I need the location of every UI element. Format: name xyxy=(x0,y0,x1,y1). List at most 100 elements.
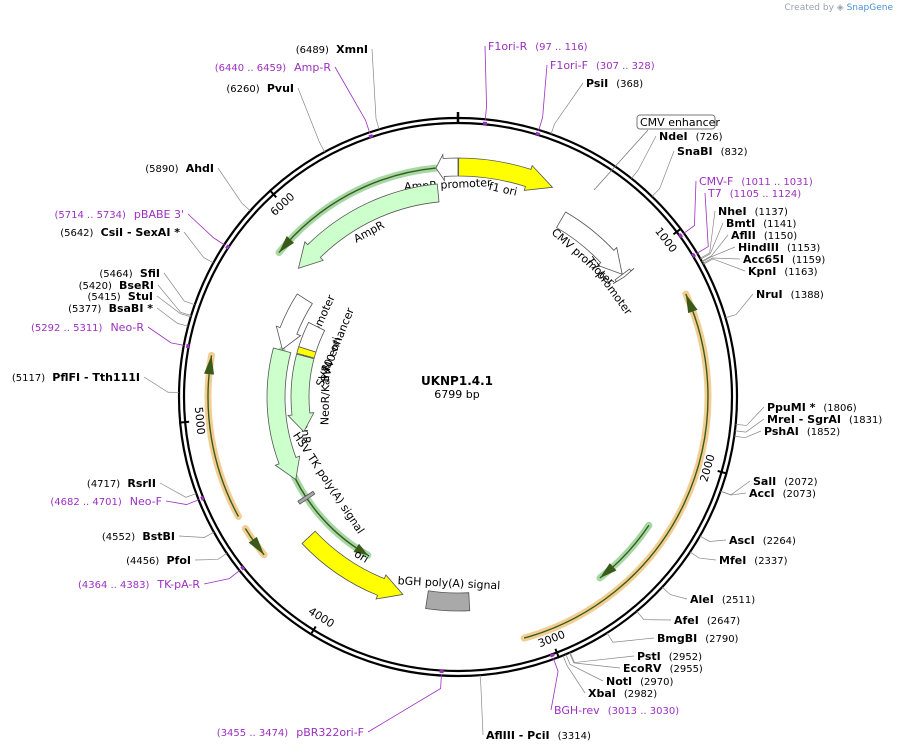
feature-sv40-ori[interactable] xyxy=(296,346,317,359)
feature-t7-promoter[interactable] xyxy=(612,268,635,285)
enzyme-position: (1163) xyxy=(784,267,817,278)
enzyme-name: AhdI xyxy=(186,162,214,175)
enzyme-label[interactable]: (5117) PflFI - Tth111I xyxy=(12,371,140,384)
enzyme-label[interactable]: SalI(2072) xyxy=(753,475,818,488)
enzyme-name: BmgBI xyxy=(657,632,697,645)
enzyme-label[interactable]: NheI(1137) xyxy=(718,205,788,218)
enzyme-label[interactable]: AccI(2073) xyxy=(749,487,816,500)
enzyme-name: RsrII xyxy=(127,477,156,490)
enzyme-name: PstI xyxy=(637,650,661,663)
feature-ori[interactable] xyxy=(301,530,404,600)
enzyme-position: (1806) xyxy=(823,403,856,414)
primer-leader xyxy=(165,499,200,505)
enzyme-label[interactable]: BmgBI(2790) xyxy=(657,632,739,645)
enzyme-position: (4552) xyxy=(102,532,138,543)
enzyme-label[interactable]: NruI(1388) xyxy=(756,288,824,301)
enzyme-leader xyxy=(217,167,251,212)
primer-name: Neo-R xyxy=(110,321,144,334)
enzyme-label[interactable]: PpuMI *(1806) xyxy=(767,401,857,414)
cmv-enhancer-box xyxy=(636,114,716,130)
feature-neor-kanr[interactable] xyxy=(266,347,301,481)
enzyme-label[interactable]: (5377) BsaBI * xyxy=(68,302,153,315)
primer-position: (6440 .. 6459) xyxy=(215,63,287,74)
enzyme-name: PfoI xyxy=(167,554,192,567)
primer-label[interactable]: (4682 .. 4701)Neo-F xyxy=(50,495,162,508)
enzyme-label[interactable]: (5464) SfiI xyxy=(99,267,160,280)
enzyme-leader xyxy=(689,551,717,561)
enzyme-leader xyxy=(631,135,657,179)
enzyme-label[interactable]: MfeI(2337) xyxy=(719,554,788,567)
enzyme-name: SalI xyxy=(753,475,776,488)
enzyme-label[interactable]: HindIII(1153) xyxy=(738,241,820,254)
enzyme-label[interactable]: AscI(2264) xyxy=(729,534,796,547)
primer-label[interactable]: BGH-rev(3013 .. 3030) xyxy=(554,704,679,717)
feature-neor-kanr-inner[interactable] xyxy=(287,353,315,433)
enzyme-label[interactable]: (5890) AhdI xyxy=(145,162,214,175)
primer-label[interactable]: F1ori-F(307 .. 328) xyxy=(550,59,655,72)
enzyme-label[interactable]: NdeI(726) xyxy=(659,130,723,143)
primer-leader xyxy=(203,569,241,585)
primer-label[interactable]: (5292 .. 5311)Neo-R xyxy=(31,321,144,334)
orf-arrowhead xyxy=(279,236,295,253)
enzyme-label[interactable]: KpnI(1163) xyxy=(748,265,818,278)
enzyme-label[interactable]: AflII(1150) xyxy=(731,229,797,242)
primer-label[interactable]: CMV-F(1011 .. 1031) xyxy=(699,175,813,188)
primer-label[interactable]: (4364 .. 4383)TK-pA-R xyxy=(78,578,200,591)
feature-sv40-enhancer[interactable] xyxy=(298,321,326,353)
primer-position: (4364 .. 4383) xyxy=(78,580,150,591)
enzyme-label[interactable]: (4552) BstBI xyxy=(102,530,175,543)
enzyme-label[interactable]: (6260) PvuI xyxy=(226,82,294,95)
enzyme-leader xyxy=(550,82,584,135)
enzyme-label[interactable]: AflIII - PciI(3314) xyxy=(486,729,591,742)
enzyme-label[interactable]: (6489) XmnI xyxy=(296,43,368,56)
feature-hsv-tk-poly-a-signal[interactable] xyxy=(297,490,316,505)
orf-arrowhead xyxy=(248,536,265,555)
primer-label[interactable]: F1ori-R(97 .. 116) xyxy=(488,40,588,53)
enzyme-leader xyxy=(178,531,215,538)
enzyme-name: Acc65I xyxy=(743,253,784,266)
plasmid-name: UKNP1.4.1 xyxy=(421,374,493,388)
enzyme-label[interactable]: BmtI(1141) xyxy=(726,217,797,230)
enzyme-label[interactable]: XbaI(2982) xyxy=(588,687,657,700)
enzyme-label[interactable]: (4717) RsrII xyxy=(87,477,156,490)
enzyme-label[interactable]: PstI(2952) xyxy=(637,650,702,663)
enzyme-label[interactable]: MreI - SgrAI(1831) xyxy=(767,413,882,426)
enzyme-position: (2970) xyxy=(640,677,673,688)
enzyme-label[interactable]: AleI(2511) xyxy=(690,593,755,606)
enzyme-label[interactable]: PshAI(1852) xyxy=(764,425,840,438)
primer-leader xyxy=(147,326,185,346)
primer-label[interactable]: (5714 .. 5734)pBABE 3' xyxy=(55,208,185,221)
enzyme-label[interactable]: AfeI (2647) xyxy=(674,614,740,627)
primer-marker xyxy=(225,244,230,250)
feature-bgh-poly-a-signal[interactable] xyxy=(425,590,471,612)
feature-f1-ori[interactable] xyxy=(458,157,554,191)
primer-label[interactable]: (3455 .. 3474)pBR322ori-F xyxy=(217,726,364,739)
feature-ampr[interactable] xyxy=(297,183,440,269)
enzyme-label[interactable]: NotI(2970) xyxy=(606,675,673,688)
enzyme-name: AfeI xyxy=(674,614,699,627)
enzyme-label[interactable]: (5642) CsiI - SexAI * xyxy=(60,226,180,239)
enzyme-name: HindIII xyxy=(738,241,779,254)
enzyme-label[interactable]: SnaBI(832) xyxy=(677,145,748,158)
feature-sv40-promoter[interactable] xyxy=(275,293,313,351)
enzyme-position: (1852) xyxy=(807,427,840,438)
primer-label[interactable]: (6440 .. 6459)Amp-R xyxy=(215,61,332,74)
feature-ampr-promoter[interactable] xyxy=(435,152,459,182)
enzyme-position: (6489) xyxy=(296,45,332,56)
enzyme-name: AscI xyxy=(729,534,755,547)
enzyme-label[interactable]: Acc65I(1159) xyxy=(743,253,825,266)
feature-label-bgh-poly-a-signal: bGH poly(A) signal xyxy=(397,574,500,592)
scale-tick xyxy=(672,227,683,236)
enzyme-leader xyxy=(734,418,765,433)
enzyme-label[interactable]: PsiI(368) xyxy=(586,77,643,90)
enzyme-label[interactable]: (5420) BseRI xyxy=(79,279,154,292)
plasmid-length: 6799 bp xyxy=(434,388,479,401)
enzyme-label[interactable]: (5415) StuI xyxy=(87,290,153,303)
snapgene-credit: Created by ◈ SnapGene xyxy=(784,3,893,13)
primer-position: (1011 .. 1031) xyxy=(741,177,813,188)
primer-label[interactable]: T7(1105 .. 1124) xyxy=(707,187,801,200)
enzyme-position: (2647) xyxy=(707,616,740,627)
enzyme-label[interactable]: (4456) PfoI xyxy=(126,554,191,567)
enzyme-label[interactable]: EcoRV(2955) xyxy=(623,662,703,675)
